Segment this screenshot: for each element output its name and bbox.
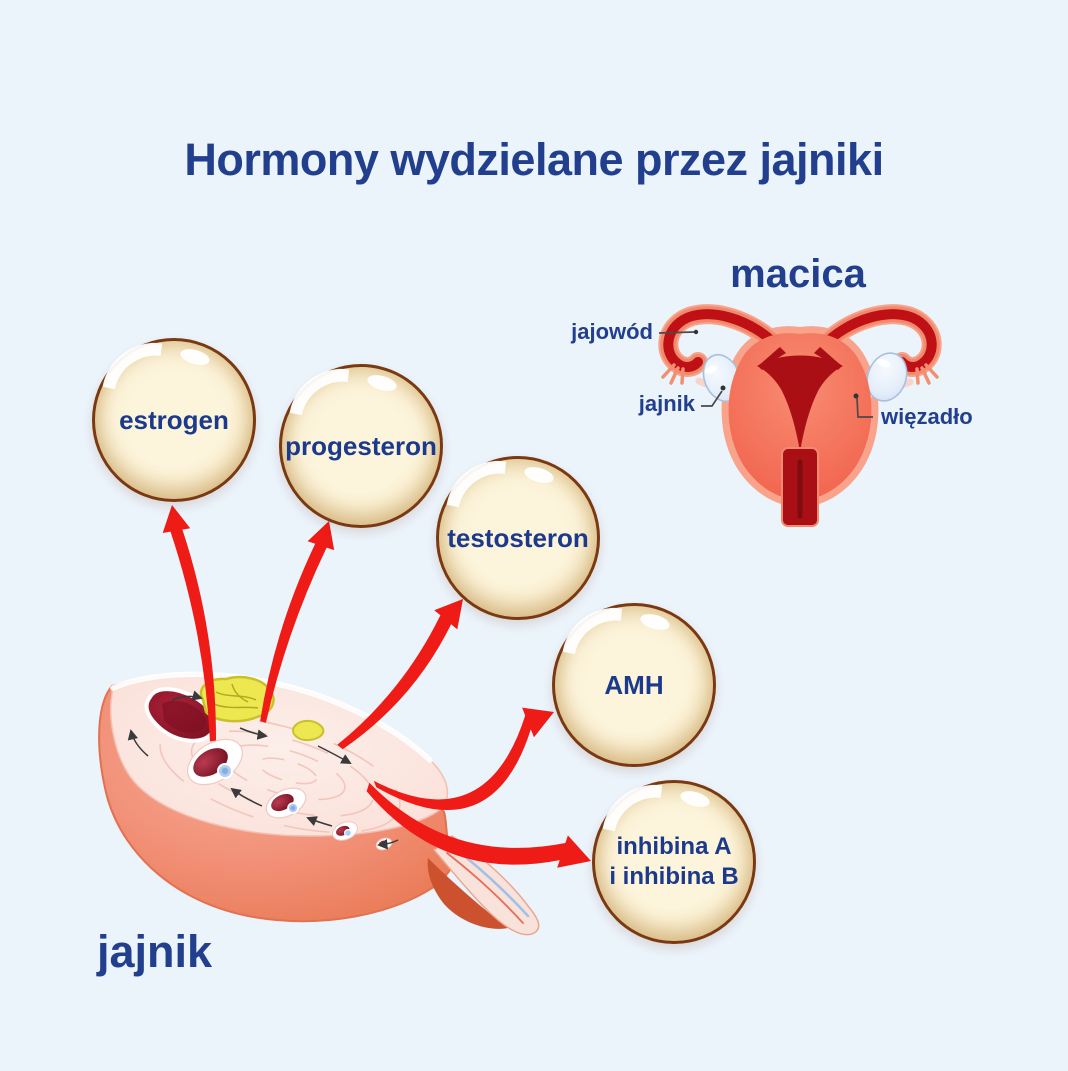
uterus-cervix xyxy=(781,447,819,527)
hormone-label-inhibina: inhibina A i inhibina B xyxy=(609,833,739,890)
uterus-heading: macica xyxy=(730,252,866,296)
label-uterus-ovary: jajnik xyxy=(638,391,695,416)
hormone-label-amh: AMH xyxy=(604,669,664,700)
fallopian-tubes xyxy=(660,306,940,385)
hormone-bubble-testosteron: testosteron xyxy=(427,441,600,620)
ovary-follicles xyxy=(187,738,393,851)
corpus-hemorrhagicum xyxy=(144,687,217,743)
uterus-pointer-lines xyxy=(658,329,873,418)
hormone-bubble-progesteron: progesteron xyxy=(270,349,443,528)
ovary-section-label: jajnik xyxy=(97,926,213,977)
page-title: Hormony wydzielane przez jajniki xyxy=(184,134,884,186)
ovary-illustration xyxy=(98,671,540,936)
corpus-albicans xyxy=(292,719,325,742)
hormone-label-estrogen: estrogen xyxy=(119,404,229,435)
fimbriae xyxy=(661,363,939,385)
hormone-arrow xyxy=(366,782,591,868)
follicle-cycle-arrows xyxy=(127,690,399,850)
hormone-arrow xyxy=(337,599,463,750)
hormone-label-progesteron: progesteron xyxy=(285,430,437,461)
hormone-bubble-inhibina: inhibina A i inhibina B xyxy=(583,765,756,944)
uterus-cavity xyxy=(757,347,843,452)
uterus-illustration xyxy=(658,304,942,527)
hormone-arrow xyxy=(260,521,335,723)
hormone-arrows xyxy=(162,505,591,868)
label-fallopian-tube: jajowód xyxy=(571,319,653,344)
hormone-bubble-amh: AMH xyxy=(543,588,716,767)
label-ligament: więzadło xyxy=(881,404,973,429)
corpus-luteum xyxy=(199,675,325,742)
hormone-bubble-estrogen: estrogen xyxy=(83,323,256,502)
uterus-ovary-right xyxy=(866,352,908,402)
hormone-arrow xyxy=(162,505,217,742)
hormone-arrow xyxy=(373,707,554,811)
hormone-label-testosteron: testosteron xyxy=(447,522,589,553)
